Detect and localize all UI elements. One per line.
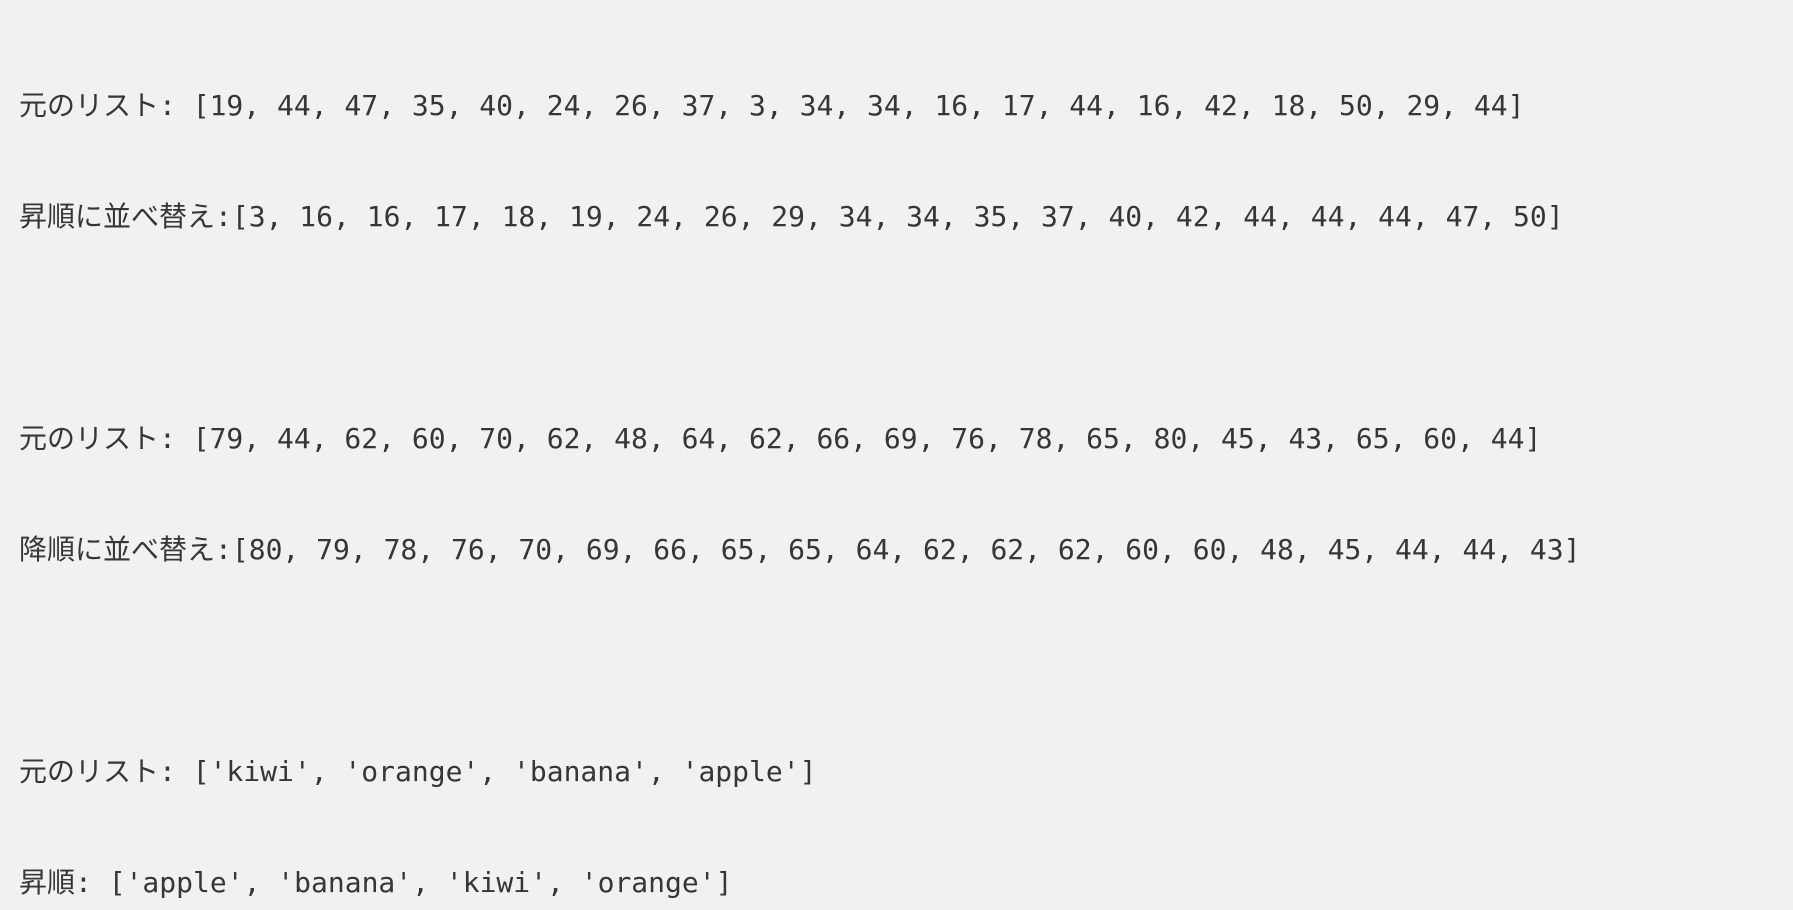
terminal-output-line: 昇順に並べ替え:[3, 16, 16, 17, 18, 19, 24, 26, … [19, 200, 1564, 233]
terminal-blank-line [19, 642, 1783, 679]
terminal-output-line: 元のリスト: [79, 44, 62, 60, 70, 62, 48, 64, … [19, 422, 1542, 455]
terminal-output-line: 降順に並べ替え:[80, 79, 78, 76, 70, 69, 66, 65,… [19, 533, 1581, 566]
terminal-output-line: 昇順: ['apple', 'banana', 'kiwi', 'orange'… [19, 866, 733, 899]
terminal-output-line: 元のリスト: [19, 44, 47, 35, 40, 24, 26, 37, … [19, 89, 1525, 122]
terminal-blank-line [19, 309, 1783, 346]
terminal-output-line: 元のリスト: ['kiwi', 'orange', 'banana', 'app… [19, 755, 817, 788]
